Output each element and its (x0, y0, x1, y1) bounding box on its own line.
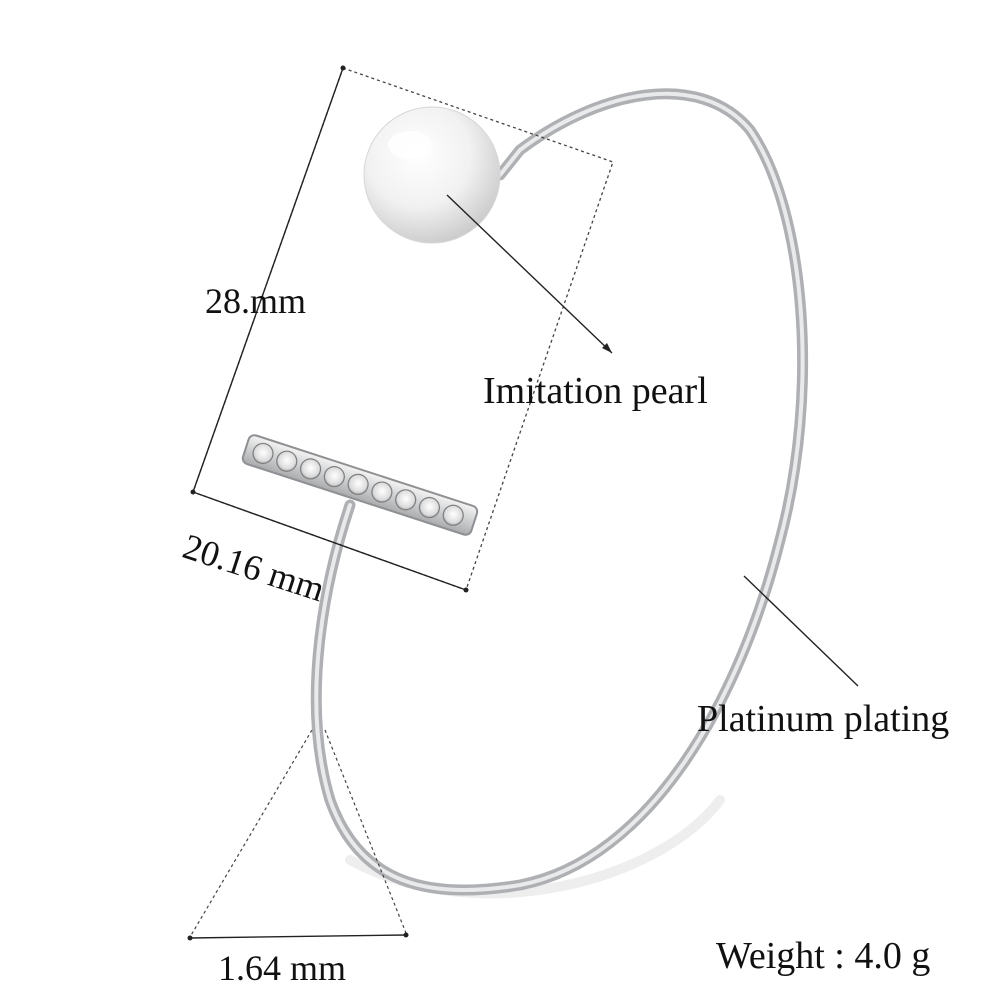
stone (347, 473, 369, 495)
stone (276, 450, 298, 472)
thickness-guide-right (324, 729, 407, 934)
width-dimension-line (192, 491, 467, 591)
stone (371, 481, 393, 503)
plating-leader-line (743, 575, 859, 687)
plating-label: Platinum plating (697, 698, 950, 740)
stone (323, 466, 345, 488)
bangle-wire-highlight (314, 91, 805, 893)
height-dimension-line (192, 67, 344, 493)
stone (395, 489, 417, 511)
stone-bar (241, 434, 479, 536)
thickness-dimension-line (189, 934, 407, 939)
pearl-leader-arrow (602, 343, 612, 353)
stone (442, 504, 464, 526)
thickness-guide-left (189, 729, 313, 938)
stone (299, 458, 322, 480)
pearl-leader-line (446, 194, 613, 354)
stone (252, 442, 274, 465)
pearl-highlight (388, 131, 432, 159)
height-dimension-label: 28.mm (205, 281, 307, 321)
stone-row (252, 442, 464, 526)
thickness-dimension-end (187, 935, 193, 941)
pearl-label: Imitation pearl (483, 370, 708, 412)
height-dimension-end (340, 65, 346, 71)
width-dimension-end (463, 587, 469, 593)
thickness-dimension-end (403, 932, 409, 938)
pearl-icon (363, 106, 501, 244)
thickness-dimension-label: 1.64 mm (218, 948, 347, 988)
stone (418, 496, 441, 519)
weight-label: Weight : 4.0 g (716, 935, 931, 977)
